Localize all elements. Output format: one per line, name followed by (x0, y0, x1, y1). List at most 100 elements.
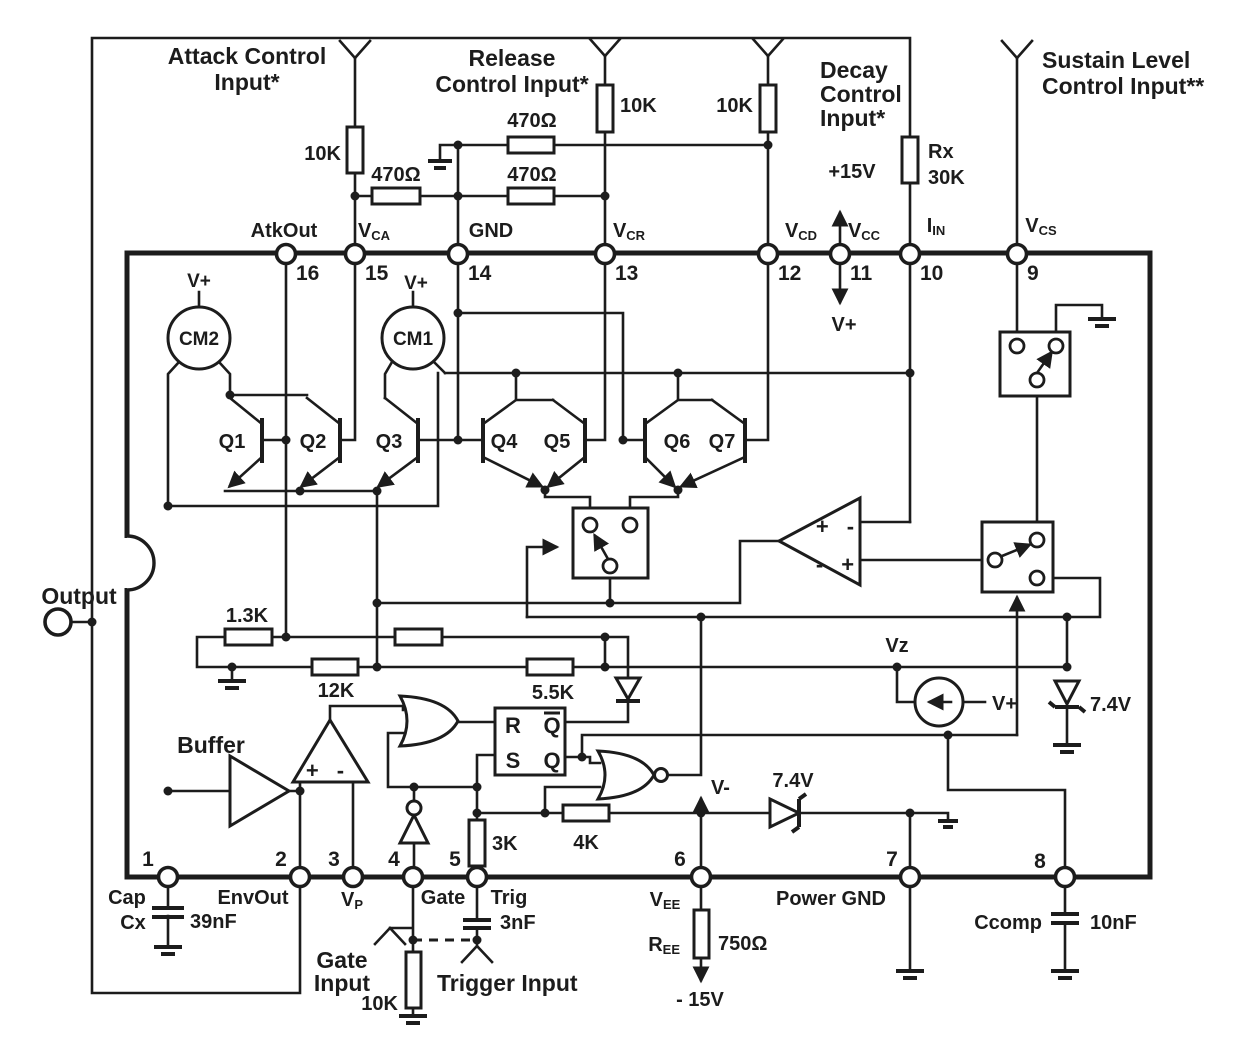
q6-label: Q6 (664, 431, 691, 453)
zener-7v4-left-icon (768, 796, 803, 830)
pin-8 (1053, 865, 1077, 889)
switch-2 (980, 520, 1055, 594)
decay-label-1: Decay (820, 57, 888, 83)
arrows (525, 209, 1026, 984)
pin11-label: VCC (848, 220, 881, 243)
pin-15 (343, 242, 367, 266)
ff-q-label: Q (543, 748, 560, 773)
pin-2 (288, 865, 312, 889)
cs-vplus-label: V+ (992, 693, 1017, 715)
ground-icon (896, 969, 924, 980)
gate-input-label-1: Gate (316, 947, 367, 973)
pin6-number: 6 (674, 848, 686, 871)
q5-label: Q5 (544, 431, 571, 453)
pin-9 (1005, 242, 1029, 266)
pin2-label: EnvOut (217, 887, 288, 909)
q4-emitter-icon (481, 455, 545, 488)
pin-12 (756, 242, 780, 266)
pin3-number: 3 (328, 848, 340, 871)
ccomp-value: 10nF (1090, 912, 1137, 934)
pin10-number: 10 (920, 262, 943, 285)
resistor-470a (370, 186, 422, 206)
pin5-number: 5 (449, 848, 461, 871)
capacitors-and-grounds (152, 159, 1116, 1025)
pin11-vplus: V+ (831, 314, 856, 336)
labels: Attack Control Input* Release Control In… (41, 43, 1204, 1015)
zener-left-value: 7.4V (772, 770, 814, 792)
pin-7 (898, 865, 922, 889)
ree-name: REE (648, 934, 680, 957)
cm2-label: CM2 (179, 329, 219, 350)
ff-s-label: S (506, 748, 521, 773)
vz-label: Vz (885, 635, 908, 657)
resistor-470b (506, 135, 556, 155)
inverter-bubble-icon (405, 799, 423, 817)
pin4-label: Gate (421, 887, 465, 909)
pin-13 (593, 242, 617, 266)
ground-icon (1088, 317, 1116, 328)
zener-7v4-right-icon (1052, 679, 1082, 708)
attack-label-1: Attack Control (168, 43, 326, 69)
r-release-value: 10K (620, 95, 657, 117)
pin-6 (689, 865, 713, 889)
q7-label: Q7 (709, 431, 736, 453)
gate-input-label-2: Input (314, 970, 371, 996)
pin-5 (465, 865, 489, 889)
current-mirrors (166, 305, 965, 728)
resistor-4k (561, 803, 611, 823)
cm1-vplus: V+ (404, 273, 428, 294)
cap-3nf-icon (463, 918, 491, 930)
comparator-icon (775, 495, 862, 588)
resistor-10k-decay (758, 83, 778, 134)
resistors (223, 83, 920, 1010)
pin-4 (401, 865, 425, 889)
switch-1 (998, 330, 1072, 398)
pin12-label: VCD (785, 220, 817, 243)
or-gate-icon (397, 694, 460, 748)
ff-r-label: R (505, 713, 521, 738)
pin9-label: VCS (1025, 215, 1057, 238)
outer-feedback-loop (69, 36, 912, 995)
cx-value: 39nF (190, 911, 237, 933)
trigger-input-label: Trigger Input (437, 970, 578, 996)
pin-11 (828, 242, 852, 266)
resistor-10k-attack (345, 125, 365, 175)
resistor-unlabeled (393, 627, 444, 647)
pin2-number: 2 (275, 848, 287, 871)
q1-emitter-icon (227, 455, 264, 489)
pin-1 (156, 865, 180, 889)
pin9-number: 9 (1027, 262, 1039, 285)
ic-outline (120, 250, 1153, 880)
trig-c-value: 3nF (500, 912, 536, 934)
ground-icon (1053, 743, 1081, 754)
resistor-rx-30k (900, 135, 920, 185)
cm2-vplus: V+ (187, 271, 211, 292)
r470c-value: 470Ω (507, 164, 556, 186)
pin16-number: 16 (296, 262, 319, 285)
resistor-3k (467, 818, 487, 868)
comparator-bottom-signs: - + (816, 552, 860, 577)
pin1-label: Cap (108, 887, 146, 909)
diode-icon (613, 676, 643, 703)
inverter-icon (397, 811, 431, 845)
ic-pins (156, 242, 1077, 889)
cap-ccomp-icon (1051, 912, 1079, 925)
r-attack-value: 10K (304, 143, 341, 165)
pin15-label: VCA (358, 220, 391, 243)
pin1-number: 1 (142, 848, 154, 871)
pin14-number: 14 (468, 262, 492, 285)
r470b-value: 470Ω (507, 110, 556, 132)
r4k-value: 4K (573, 832, 599, 854)
pin-14 (446, 242, 470, 266)
ground-icon (154, 945, 182, 956)
junction-dots (87, 140, 1072, 945)
error-comparator-icon (290, 717, 371, 784)
pin5-label: Trig (491, 887, 528, 909)
comparator-top-signs: + - (816, 514, 860, 539)
q6-emitter-icon (643, 455, 677, 489)
resistor-470c (506, 186, 556, 206)
pin-10 (898, 242, 922, 266)
decay-label-3: Input* (820, 105, 885, 131)
